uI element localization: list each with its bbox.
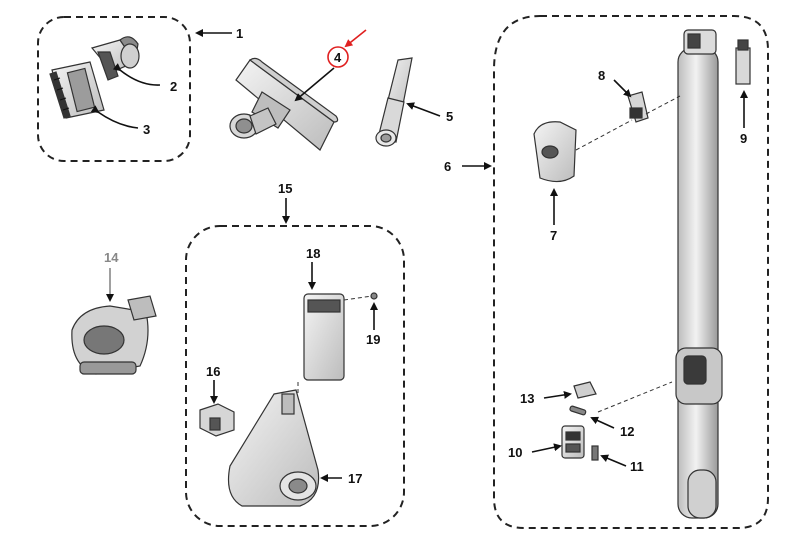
callout-7: 7 [550,228,557,243]
pin-part [569,405,587,416]
callout-17: 17 [348,471,362,486]
callout-13: 13 [520,391,534,406]
callout-11: 11 [630,459,644,474]
highlight-arrow [344,29,367,48]
turbo-brush-part [71,295,157,375]
callout-12: 12 [620,424,634,439]
highlight-circle [327,46,349,68]
mount-block-part [303,293,345,381]
callout-9: 9 [740,131,747,146]
upholstery-brush-part [49,61,105,119]
callout-8: 8 [598,68,605,83]
screw-part [370,292,378,300]
callout-1: 1 [236,26,243,41]
spring-part [591,445,599,461]
button-part [573,381,597,399]
callout-2: 2 [170,79,177,94]
callout-18: 18 [306,246,320,261]
floor-nozzle-part [229,57,339,151]
rear-housing-part [227,389,320,507]
wand-tube-part [675,29,723,519]
callout-14: 14 [104,250,119,265]
bracket-assembly-group: 15 18 19 16 17 [185,181,405,527]
callout-19: 19 [366,332,380,347]
callout-4: 4 [334,50,342,65]
latch-part [735,39,751,85]
cradle-clip-part [533,121,577,183]
callout-10: 10 [508,445,522,460]
crevice-tool-part [375,57,413,147]
dusting-brush-part [90,36,140,81]
accessory-kit-outline [37,16,191,162]
callout-16: 16 [206,364,220,379]
callout-5: 5 [446,109,453,124]
wand-assembly-group: 6 7 8 9 [444,15,769,529]
small-clip-part [627,91,649,123]
callout-15: 15 [278,181,292,196]
bracket-assembly-outline [185,225,405,527]
small-bracket-part [199,403,235,437]
switch-housing-part [561,425,585,459]
accessory-kit-group: 1 2 3 [37,16,243,162]
wand-assembly-outline [493,15,769,529]
callout-3: 3 [143,122,150,137]
callout-6: 6 [444,159,451,174]
